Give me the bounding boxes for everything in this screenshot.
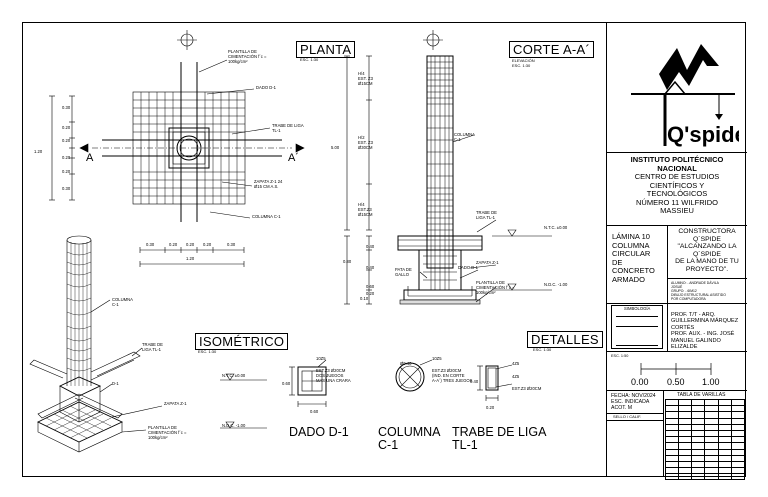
plan-title: PLANTA <box>296 41 356 58</box>
drawing-sheet <box>22 22 746 477</box>
logo-text: Q'spide <box>667 122 739 147</box>
detail-trabe-spec-top: 4Z5 <box>512 361 520 366</box>
north-arrow-plan <box>177 30 197 50</box>
section-zapata: ZAPATA Z-1 <box>476 260 499 265</box>
section-stirrups <box>427 61 453 231</box>
section-dim-5: 0.10 <box>360 296 369 301</box>
details-title: DETALLES <box>527 331 603 348</box>
detail-trabe-spec-bot: 4Z5 <box>512 374 520 379</box>
iso-ndc: N.D.C. -1.00 <box>222 423 246 428</box>
plan-dim-bottom-total: 1.20 <box>186 256 195 261</box>
plan-dim-left-1: 0.30 <box>62 105 71 110</box>
north-arrow-section <box>423 30 443 50</box>
plan-dim-left-5: 0.20 <box>62 169 71 174</box>
drawings-canvas <box>29 30 552 453</box>
plan-dim-bottom-1: 0.30 <box>146 242 155 247</box>
isometric-drawing <box>29 235 267 453</box>
isometric-scale: ESC. 1:30 <box>198 349 217 354</box>
seal-label: SELLO / CALIF. <box>613 414 642 419</box>
scale-label: ESC. 1:50 <box>611 354 629 358</box>
section-dim-1: 0.40 <box>366 244 375 249</box>
section-dado: DADO D-1 <box>458 265 479 270</box>
plan-dim-left-6: 0.30 <box>62 186 71 191</box>
plan-dim-bottom-5: 0.30 <box>227 242 236 247</box>
section-ntc: N.T.C. ±0.00 <box>544 225 568 230</box>
detail-dado-dim-v: 0.60 <box>282 381 291 386</box>
isometric-title: ISOMÉTRICO <box>195 333 289 350</box>
plan-columna-label: COLUMNA C-1 <box>252 214 281 219</box>
detail-col-dim: Ø0.40 <box>400 361 412 366</box>
plan-dim-left-total: 1.20 <box>34 149 43 154</box>
plan-dim-left-4: 0.20 <box>62 155 71 160</box>
plan-dim-bottom-4: 0.20 <box>203 242 212 247</box>
scale-mark-2: 1.00 <box>702 377 720 387</box>
plan-dim-bottom-2: 0.20 <box>169 242 178 247</box>
details-scale: ESC. 1:30 <box>533 347 552 352</box>
rebar-table <box>664 398 746 481</box>
graphic-scale <box>640 363 712 375</box>
section-marker-a-prime: A´ <box>288 152 299 164</box>
symbology-label: SIMBOLOGÍA <box>624 306 651 311</box>
section-height: 5.00 <box>331 145 340 150</box>
scale-mark-0: 0.00 <box>631 377 649 387</box>
detail-dado-dim-h: 0.60 <box>310 409 319 414</box>
plan-dado-label: DADO D-1 <box>256 85 277 90</box>
section-scale2: ESC. 1:30 <box>512 63 531 68</box>
detail-trabe-dim-h: 0.20 <box>486 405 495 410</box>
scale-mark-1: 0.50 <box>667 377 685 387</box>
symbology-box: SIMBOLOGÍA <box>611 305 663 349</box>
detail-trabe-text: EST.Z3 Ø20CM <box>512 386 542 391</box>
rebar-table-title: TABLA DE VARILLAS <box>677 392 726 398</box>
section-ndc: N.D.C. -1.00 <box>544 282 568 287</box>
iso-zapata: ZAPATA Z-1 <box>164 401 187 406</box>
iso-ntc: N.T.C. ±0.00 <box>222 373 246 378</box>
company-logo: Q'spide <box>631 44 739 147</box>
detail-trabe-dim-v: 0.40 <box>470 379 479 384</box>
plan-dim-left-2: 0.20 <box>62 125 71 130</box>
iso-dado-label: D-1 <box>112 381 119 386</box>
section-title: CORTE A-A´ <box>509 41 595 58</box>
plan-scale: ESC. 1:30 <box>300 57 319 62</box>
plan-dim-bottom-3: 0.20 <box>186 242 195 247</box>
section-dim-3: 0.60 <box>366 284 375 289</box>
detail-dado-spec: 10Z5 <box>316 356 326 361</box>
section-dim-total: 0.80 <box>343 259 352 264</box>
detail-col-spec: 10Z5 <box>432 356 442 361</box>
section-scale1: ELEVACIÓN <box>512 58 535 63</box>
plan-dim-left-3: 0.20 <box>62 138 71 143</box>
section-marker-a: A <box>86 152 94 164</box>
section-dim-2: 0.40 <box>366 265 375 270</box>
details-drawing <box>289 359 513 407</box>
caption-dado: DADO D-1 <box>289 425 349 439</box>
section-dim-4: 0.20 <box>366 291 375 296</box>
